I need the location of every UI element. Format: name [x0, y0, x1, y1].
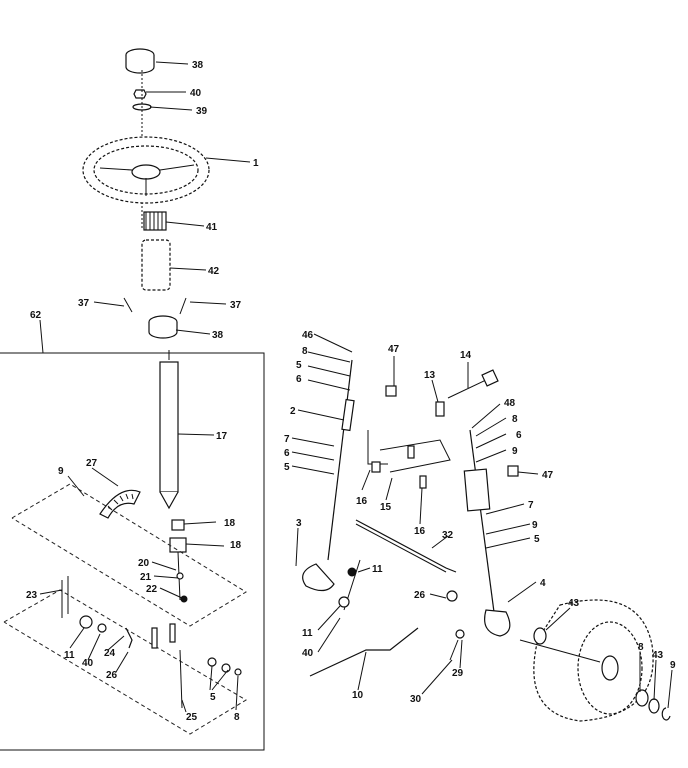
callout-22: 22: [146, 584, 158, 595]
bolts-37: [123, 297, 187, 315]
callout-37-left: 37: [78, 298, 90, 309]
callout-46: 46: [302, 330, 314, 341]
spacer-13: [435, 401, 445, 417]
tie-rod-32: [355, 519, 458, 602]
grease-fittings-47: [385, 385, 519, 477]
callout-11-c: 11: [302, 628, 313, 639]
callout-9: 9: [58, 466, 64, 477]
callout-2: 2: [290, 406, 296, 417]
callout-16-b: 16: [414, 526, 426, 537]
callout-40: 40: [190, 88, 202, 99]
callout-18-lower: 18: [230, 540, 242, 551]
wheel-washers-43: [533, 627, 671, 721]
callout-3: 3: [296, 518, 302, 529]
callout-7: 7: [284, 434, 290, 445]
callout-38: 38: [192, 60, 204, 71]
callout-9-b: 9: [512, 446, 518, 457]
callout-43-b: 43: [652, 650, 664, 661]
callout-13: 13: [424, 370, 436, 381]
callout-8-b: 8: [302, 346, 308, 357]
callout-32: 32: [442, 530, 454, 541]
callout-42: 42: [208, 266, 220, 277]
callout-21: 21: [140, 572, 152, 583]
callout-6-c: 6: [516, 430, 522, 441]
callout-5: 5: [210, 692, 216, 703]
bracket-plate-lower: [3, 589, 247, 735]
bearing-38: [148, 315, 178, 339]
inset-frame: [0, 319, 265, 751]
callout-10: 10: [352, 690, 364, 701]
callout-labels: 38 40 39 1 41 42 37 37 38 62 17 9 27 18 …: [26, 60, 676, 723]
callout-24: 24: [104, 648, 116, 659]
callout-11-b: 11: [372, 564, 383, 575]
callout-23: 23: [26, 590, 38, 601]
callout-48: 48: [504, 398, 516, 409]
callout-15: 15: [380, 502, 392, 513]
callout-8-c: 8: [512, 414, 518, 425]
callout-37-right: 37: [230, 300, 242, 311]
callout-26-b: 26: [414, 590, 426, 601]
callout-29: 29: [452, 668, 464, 679]
spindle-right-4: [463, 429, 511, 637]
pinion-parts-18-22: [169, 519, 188, 603]
ball-joint-29-30: [449, 629, 465, 661]
callout-40-c: 40: [302, 648, 314, 659]
callout-47: 47: [388, 344, 400, 355]
bracket-plate-upper: [11, 483, 247, 627]
bushing-42: [141, 239, 171, 291]
callout-30: 30: [410, 694, 422, 705]
callout-8: 8: [234, 712, 240, 723]
callout-27: 27: [86, 458, 98, 469]
callout-25: 25: [186, 712, 198, 723]
callout-39: 39: [196, 106, 208, 117]
callout-62: 62: [30, 310, 42, 321]
callout-17: 17: [216, 431, 228, 442]
leader-lines: [39, 61, 673, 713]
callout-16: 16: [356, 496, 368, 507]
wheel: [519, 599, 654, 722]
bolt-14: [447, 369, 499, 399]
callout-43: 43: [568, 598, 580, 609]
callout-47-b: 47: [542, 470, 554, 481]
callout-18-upper: 18: [224, 518, 236, 529]
callout-9-c: 9: [532, 520, 538, 531]
callout-11: 11: [64, 650, 75, 661]
callout-41: 41: [206, 222, 218, 233]
axle-bracket: [367, 430, 451, 489]
callout-38-lower: 38: [212, 330, 224, 341]
callout-4: 4: [540, 578, 546, 589]
callout-1: 1: [253, 158, 259, 169]
callout-14: 14: [460, 350, 472, 361]
gear-41: [143, 211, 167, 231]
drag-link-10: [309, 559, 419, 677]
callout-26: 26: [106, 670, 118, 681]
steering-shaft-17: [159, 350, 179, 510]
nut-40-top: [133, 89, 147, 99]
callout-20: 20: [138, 558, 150, 569]
callout-6: 6: [296, 374, 302, 385]
callout-40-lower: 40: [82, 658, 94, 669]
steering-wheel-1: [82, 136, 210, 204]
callout-8-d: 8: [638, 642, 644, 653]
callout-5-c: 5: [284, 462, 290, 473]
steering-cap-38: [125, 48, 155, 74]
callout-5-d: 5: [534, 534, 540, 545]
sector-gear-27: [99, 489, 141, 519]
callout-5-b: 5: [296, 360, 302, 371]
lower-hardware: [61, 576, 242, 709]
callout-9-d: 9: [670, 660, 676, 671]
spindle-left-2: [302, 359, 355, 592]
callout-7-b: 7: [528, 500, 534, 511]
callout-6-b: 6: [284, 448, 290, 459]
